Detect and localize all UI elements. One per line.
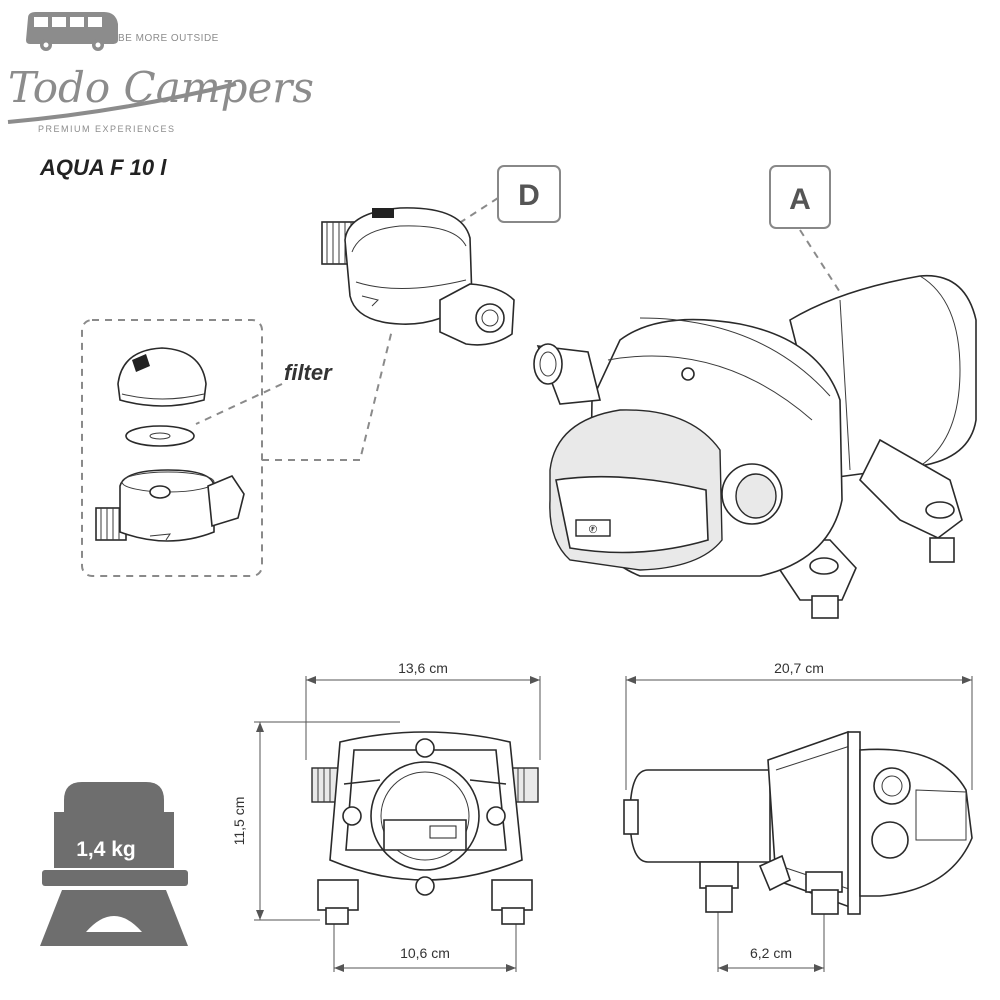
filter-detail-box — [81, 319, 263, 577]
weight-icon — [40, 782, 188, 946]
callout-a: A — [769, 165, 831, 229]
pump-assembly: Ⓕ — [533, 274, 977, 619]
leader-a — [799, 229, 846, 301]
filter-assembly — [321, 207, 515, 346]
product-title: AQUA F 10 l — [39, 155, 167, 180]
brand-logo: BE MORE OUTSIDE Todo Campers PREMIUM EXP… — [7, 12, 314, 134]
filter-base — [95, 469, 245, 542]
filter-cap — [117, 347, 207, 407]
dim-front-height: 11,5 cm — [231, 797, 247, 846]
van-logo-icon — [26, 12, 118, 51]
dim-front-base: 10,6 cm — [400, 945, 450, 961]
filter-disc — [125, 425, 195, 447]
front-view: 13,6 cm 11,5 cm 10,6 cm — [231, 660, 541, 972]
dim-side-length: 20,7 cm — [774, 660, 824, 676]
leader-filter-label — [195, 383, 283, 425]
side-view: 20,7 cm 6,2 cm — [623, 660, 973, 972]
callout-d-label: D — [518, 179, 540, 212]
callout-d: D — [497, 165, 561, 223]
callout-a-label: A — [789, 183, 811, 216]
dim-front-width: 13,6 cm — [398, 660, 448, 676]
brand-name: Todo Campers — [8, 63, 314, 112]
weight-value: 1,4 kg — [76, 838, 136, 861]
filter-label: filter — [284, 360, 333, 385]
brand-tagline-top: BE MORE OUTSIDE — [118, 33, 219, 44]
svg-text:Ⓕ: Ⓕ — [589, 524, 597, 534]
brand-tagline-bottom: PREMIUM EXPERIENCES — [38, 124, 176, 134]
dim-side-base: 6,2 cm — [750, 945, 792, 961]
leader-filter-box — [262, 329, 393, 461]
